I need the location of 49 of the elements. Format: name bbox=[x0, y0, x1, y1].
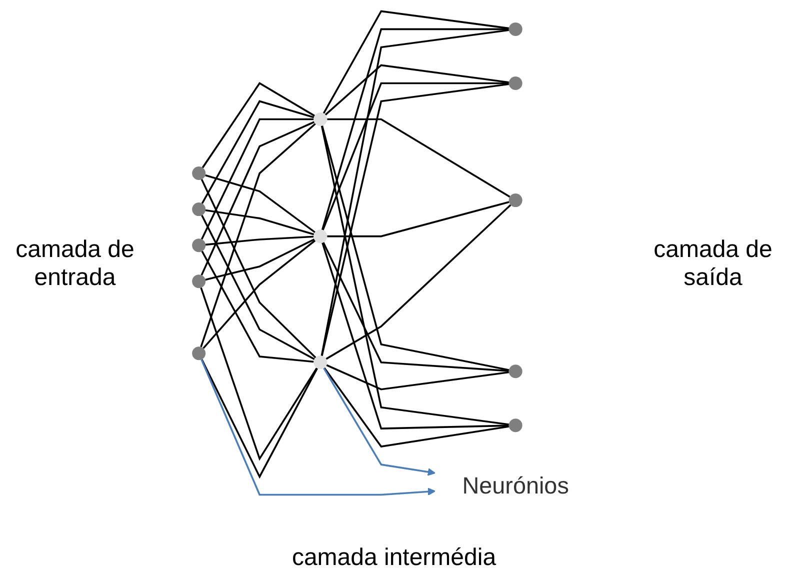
connector bbox=[327, 201, 510, 238]
connector bbox=[322, 242, 509, 430]
connector bbox=[320, 29, 509, 356]
layer-label: camada de saída bbox=[652, 236, 774, 292]
connector bbox=[205, 238, 315, 281]
node-circle bbox=[192, 166, 206, 180]
connector bbox=[321, 126, 510, 371]
connector bbox=[201, 250, 314, 363]
connector bbox=[320, 126, 509, 426]
node-circle bbox=[192, 274, 206, 288]
connector bbox=[202, 240, 316, 349]
node-text: Neurónios bbox=[462, 472, 569, 499]
node-circle bbox=[314, 230, 328, 244]
connector bbox=[200, 123, 316, 348]
connector bbox=[200, 287, 318, 461]
connector bbox=[322, 242, 509, 372]
node-circle bbox=[192, 346, 206, 360]
arrow bbox=[200, 359, 436, 496]
connector bbox=[324, 64, 509, 116]
node-circle bbox=[508, 194, 522, 208]
connector bbox=[205, 174, 316, 234]
node-circle bbox=[314, 356, 328, 370]
node-circle bbox=[192, 238, 206, 252]
layer-label: camada intermédia bbox=[290, 544, 498, 572]
connector bbox=[327, 118, 510, 198]
node-circle bbox=[508, 22, 522, 36]
node-circle bbox=[508, 364, 522, 378]
layer-label: camada de entrada bbox=[14, 236, 136, 292]
node-circle bbox=[508, 76, 522, 90]
arrow bbox=[323, 368, 436, 476]
connector bbox=[326, 364, 509, 390]
node-circle bbox=[192, 202, 206, 216]
connector bbox=[201, 100, 314, 204]
connector bbox=[324, 367, 510, 448]
connector bbox=[200, 179, 316, 358]
connector bbox=[201, 214, 315, 360]
connector bbox=[205, 209, 314, 236]
connector bbox=[200, 121, 315, 276]
connector bbox=[321, 83, 509, 356]
connector bbox=[326, 204, 512, 360]
connector bbox=[201, 359, 318, 479]
connector bbox=[322, 10, 509, 114]
node-circle bbox=[314, 112, 328, 126]
node-circle bbox=[508, 418, 522, 432]
connector bbox=[200, 118, 314, 240]
connector bbox=[321, 28, 509, 230]
connector bbox=[202, 82, 316, 168]
connector bbox=[205, 236, 314, 246]
connector bbox=[322, 82, 509, 230]
